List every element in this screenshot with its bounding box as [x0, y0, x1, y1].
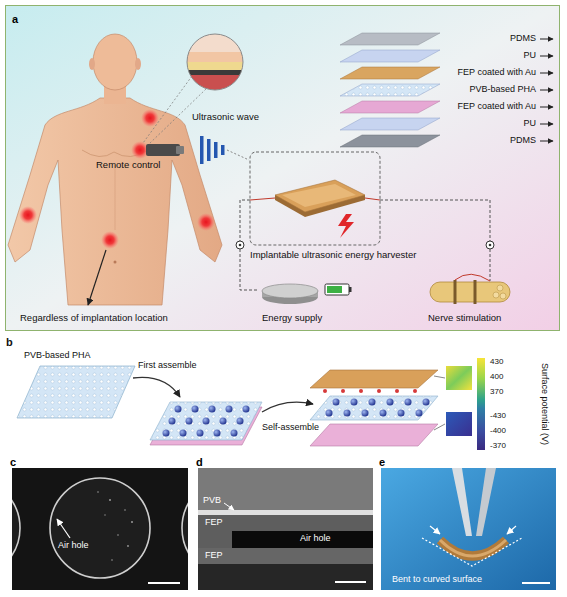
tick-label: 430	[490, 357, 503, 366]
layer-label: PU	[523, 118, 536, 128]
annotation: Implantable ultrasonic energy harvester	[250, 250, 416, 261]
annotation: Ultrasonic wave	[192, 112, 259, 123]
tick-label: 370	[490, 387, 503, 396]
annotation: Nerve stimulation	[428, 313, 501, 324]
image-annotation: FEP	[205, 517, 223, 527]
image-annotation: Bent to curved surface	[392, 574, 482, 584]
step-label: First assemble	[138, 360, 197, 370]
tick-label: -400	[490, 426, 506, 435]
layer-label: PVB-based PHA	[469, 84, 536, 94]
panel-letter: c	[10, 456, 16, 469]
image-annotation: Air hole	[300, 533, 331, 543]
tick-label: 400	[490, 372, 503, 381]
image-annotation: PVB	[203, 495, 221, 505]
layer-label: FEP coated with Au	[458, 101, 536, 111]
annotation: Energy supply	[262, 313, 322, 324]
image-panel: e	[377, 452, 560, 592]
image-panel: c	[8, 452, 192, 592]
panel-letter: a	[12, 13, 18, 26]
layer-label: FEP coated with Au	[458, 67, 536, 77]
image-annotation: FEP	[205, 550, 223, 560]
layer-label: PDMS	[510, 135, 536, 145]
annotation: Regardless of implantation location	[20, 313, 168, 324]
layer-label: PDMS	[510, 33, 536, 43]
panel-letter: b	[6, 336, 13, 349]
tick-label: -430	[490, 411, 506, 420]
annotation: Remote control	[96, 160, 160, 171]
tick-label: -370	[490, 441, 506, 450]
layer-label: PU	[523, 50, 536, 60]
panel-letter: d	[196, 456, 203, 469]
panel-letter: e	[379, 456, 385, 469]
panel-frame: a	[5, 5, 560, 331]
step-label: Self-assemble	[262, 422, 319, 432]
image-annotation: Air hole	[58, 540, 89, 550]
axis-title: Surface potential (V)	[540, 363, 550, 445]
annotation: PVB-based PHA	[24, 350, 91, 360]
